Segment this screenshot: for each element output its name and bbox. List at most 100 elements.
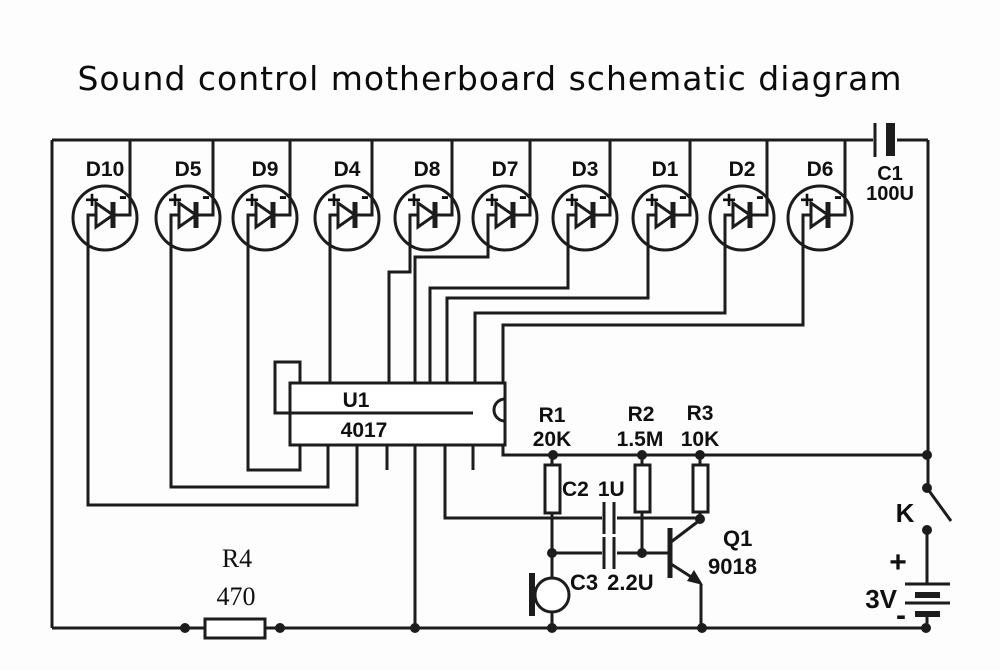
- c1-plate-thick: [886, 123, 895, 156]
- battery-plate-short-2: [915, 611, 940, 617]
- led-plus-mark: +: [485, 187, 499, 214]
- u1-notch: [492, 397, 506, 423]
- led-label: D10: [86, 158, 125, 181]
- led-plus-mark: +: [722, 187, 736, 214]
- led-minus-mark: -: [361, 183, 369, 210]
- r3-ref-label: R3: [687, 402, 714, 425]
- battery-plate-short-1: [915, 592, 940, 598]
- u1-left-hook-wire: [273, 360, 302, 415]
- led-label: D8: [414, 158, 441, 181]
- led-anode-lead: [501, 213, 811, 383]
- led-anode-lead: [86, 213, 359, 507]
- led-cathode-lead: [513, 140, 532, 217]
- microphone: [529, 573, 571, 628]
- switch-blade: [925, 487, 953, 522]
- led-cathode-lead: [828, 140, 847, 217]
- led-plus-mark: +: [85, 187, 99, 214]
- led-anode-triangle: [731, 200, 753, 230]
- switch-k: K: [896, 487, 953, 584]
- c1-ref-label: C1: [877, 163, 903, 185]
- u1-to-c2-wire: [443, 445, 602, 520]
- led-plus-mark: +: [565, 187, 579, 214]
- led-anode-lead: [387, 213, 418, 383]
- led-body: [471, 184, 539, 252]
- led-anode-triangle: [809, 200, 831, 230]
- led-D2: +-D2: [473, 140, 776, 383]
- led-body: [71, 184, 139, 252]
- led-cathode-lead: [750, 140, 769, 217]
- switch-label: K: [896, 498, 915, 528]
- led-cathode-lead: [673, 140, 692, 217]
- led-cathode-lead: [593, 140, 612, 217]
- q1-collector: [670, 518, 701, 544]
- led-anode-triangle: [336, 200, 358, 230]
- battery-3v: + 3V -: [865, 546, 950, 632]
- ic-u1: U1 4017: [273, 360, 927, 628]
- led-label: D9: [252, 158, 279, 181]
- led-plus-mark: +: [168, 187, 182, 214]
- led-D8: +-D8: [387, 140, 461, 383]
- led-cathode-lead: [435, 140, 454, 217]
- q1-emitter-arrow: [687, 570, 703, 585]
- led-D1: +-D1: [445, 140, 699, 383]
- led-label: D2: [729, 158, 756, 181]
- capacitor-c1: C1 100U: [866, 123, 914, 205]
- led-label: D5: [175, 158, 202, 181]
- led-anode-triangle: [654, 200, 676, 230]
- frame-wires: [50, 138, 930, 630]
- led-anode-triangle: [416, 200, 438, 230]
- led-label: D1: [652, 158, 679, 181]
- led-cathode-lead: [196, 140, 215, 217]
- led-anode-lead: [328, 213, 338, 383]
- led-anode-triangle: [254, 200, 276, 230]
- r4-ref-label: R4: [222, 544, 252, 573]
- r3-body: [691, 463, 710, 514]
- led-label: D6: [807, 158, 834, 181]
- led-body: [154, 184, 222, 252]
- led-cathode-lead: [113, 140, 132, 217]
- led-body: [313, 184, 381, 252]
- resistor-r4: R4 470: [203, 544, 267, 640]
- c1-value-label: 100U: [866, 183, 914, 205]
- microphone-plate: [529, 573, 535, 616]
- led-anode-lead: [413, 213, 496, 383]
- led-plus-mark: +: [800, 187, 814, 214]
- led-label: D7: [492, 158, 519, 181]
- battery-voltage-label: 3V: [865, 584, 897, 614]
- resistor-r1: R1 20K: [533, 404, 572, 578]
- led-label: D4: [334, 158, 361, 181]
- led-D3: +-D3: [428, 140, 619, 383]
- led-anode-triangle: [94, 200, 116, 230]
- led-anode-triangle: [574, 200, 596, 230]
- led-anode-lead: [169, 213, 330, 489]
- schematic-title: Sound control motherboard schematic diag…: [77, 59, 902, 98]
- led-minus-mark: -: [119, 183, 127, 210]
- led-minus-mark: -: [279, 183, 287, 210]
- led-D6: +-D6: [501, 140, 854, 383]
- led-anode-lead: [246, 213, 302, 472]
- led-label: D3: [572, 158, 599, 181]
- battery-plus-label: +: [889, 546, 907, 579]
- led-plus-mark: +: [645, 187, 659, 214]
- led-plus-mark: +: [407, 187, 421, 214]
- led-minus-mark: -: [202, 183, 210, 210]
- r1-body: [543, 463, 562, 515]
- led-anode-lead: [428, 213, 576, 383]
- led-D9: +-D9: [231, 140, 302, 472]
- led-body: [786, 184, 854, 252]
- led-D7: +-D7: [413, 140, 539, 383]
- resistor-r3: R3 10K: [681, 402, 719, 519]
- q1-part-label: 9018: [708, 554, 757, 579]
- led-cathode-lead: [273, 140, 292, 217]
- led-minus-mark: -: [756, 183, 764, 210]
- q1-ref-label: Q1: [723, 526, 752, 551]
- r1-value-label: 20K: [533, 428, 572, 451]
- microphone-body: [533, 576, 571, 614]
- junction-dots: [180, 450, 932, 633]
- r2-ref-label: R2: [628, 403, 655, 426]
